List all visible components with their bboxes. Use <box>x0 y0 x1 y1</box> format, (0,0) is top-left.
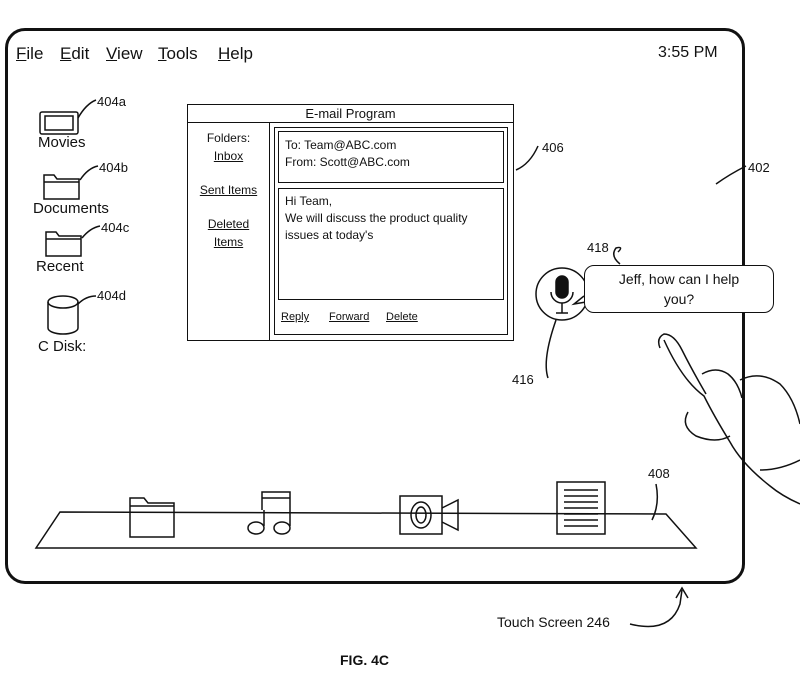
disk-icon <box>47 295 79 335</box>
desktop-icon-recent-label[interactable]: Recent <box>36 258 84 275</box>
folder-icon <box>45 231 82 257</box>
ref-404d: 404d <box>97 288 126 303</box>
ref-404b: 404b <box>99 160 128 175</box>
message-body-line: Hi Team, <box>285 194 333 208</box>
folder-sent-items[interactable]: Sent Items <box>199 183 258 197</box>
dock-video-button[interactable] <box>398 494 460 536</box>
microphone-button[interactable] <box>536 268 588 320</box>
email-window[interactable]: E-mail Program Folders: Inbox Sent Items… <box>187 104 514 341</box>
ref-406: 406 <box>542 140 564 155</box>
desktop-icon-movies-label[interactable]: Movies <box>38 134 86 151</box>
video-camera-icon <box>399 495 459 535</box>
desktop-icon-documents-label[interactable]: Documents <box>33 200 109 217</box>
folder-icon <box>129 497 175 538</box>
folder-deleted[interactable]: Deleted <box>207 217 250 231</box>
clock: 3:55 PM <box>658 44 718 61</box>
message-to: To: Team@ABC.com <box>285 138 397 152</box>
menu-edit[interactable]: Edit <box>60 44 90 63</box>
dock-folder-button[interactable] <box>128 494 178 538</box>
ref-404a: 404a <box>97 94 126 109</box>
email-window-title: E-mail Program <box>188 105 513 123</box>
menu-view[interactable]: View <box>106 44 143 63</box>
message-body-line: issues at today's <box>285 228 374 242</box>
folder-deleted-items[interactable]: Items <box>213 235 244 249</box>
menu-file[interactable]: File <box>16 44 44 63</box>
delete-link[interactable]: Delete <box>386 311 418 323</box>
folder-inbox[interactable]: Inbox <box>213 149 244 163</box>
message-pane: To: Team@ABC.com From: Scott@ABC.com Hi … <box>274 127 508 335</box>
document-icon <box>556 481 606 535</box>
reply-link[interactable]: Reply <box>281 311 310 323</box>
assistant-speech-bubble: Jeff, how can I help you? <box>584 265 774 313</box>
folders-label: Folders: <box>206 131 251 145</box>
desktop-icon-c-disk-label[interactable]: C Disk: <box>38 338 87 355</box>
folders-pane: Folders: Inbox Sent Items Deleted Items <box>188 123 270 340</box>
touch-screen-caption: Touch Screen 246 <box>497 614 610 630</box>
forward-link[interactable]: Forward <box>329 311 370 323</box>
hand-drawing <box>657 333 800 505</box>
message-body-line: We will discuss the product quality <box>285 211 468 225</box>
ref-404c: 404c <box>101 220 130 235</box>
menu-tools[interactable]: Tools <box>158 44 198 63</box>
ref-402: 402 <box>748 160 770 175</box>
dock-document-button[interactable] <box>555 480 607 536</box>
bubble-line: Jeff, how can I help <box>618 271 740 287</box>
ref-408: 408 <box>648 466 670 481</box>
movie-icon <box>39 111 79 135</box>
figure-label: FIG. 4C <box>340 652 390 668</box>
bubble-line: you? <box>663 291 695 307</box>
message-header: To: Team@ABC.com From: Scott@ABC.com <box>278 131 504 183</box>
ref-416: 416 <box>512 372 534 387</box>
dock-music-button[interactable] <box>246 490 296 536</box>
message-body[interactable]: Hi Team, We will discuss the product qua… <box>278 188 504 300</box>
ref-418: 418 <box>587 240 609 255</box>
message-from: From: Scott@ABC.com <box>285 155 410 169</box>
folder-icon <box>43 174 80 200</box>
music-note-icon <box>247 491 291 535</box>
menu-help[interactable]: Help <box>218 44 253 63</box>
